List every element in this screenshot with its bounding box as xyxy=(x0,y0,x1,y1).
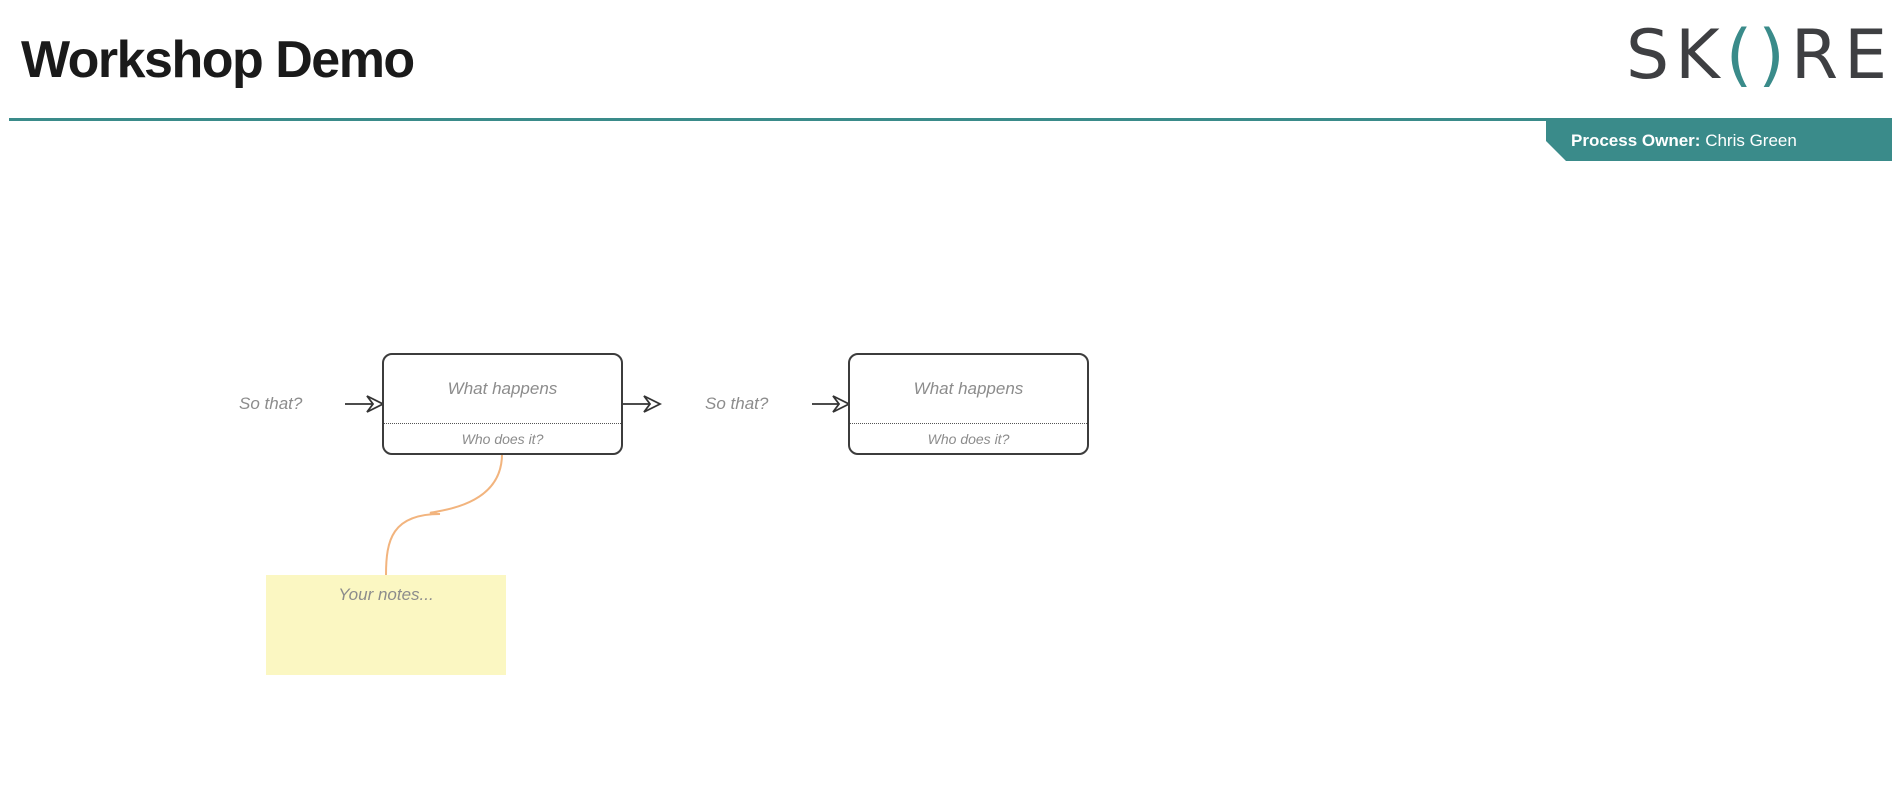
process-owner-name: Chris Green xyxy=(1705,131,1797,150)
logo-bracket-close: ) xyxy=(1758,16,1791,95)
logo-text-start: SK xyxy=(1626,16,1726,95)
header-divider xyxy=(9,118,1892,121)
process-owner-tab[interactable]: Process Owner: Chris Green xyxy=(1546,121,1892,161)
step-who-label[interactable]: Who does it? xyxy=(927,430,1010,447)
process-step-1[interactable]: What happens Who does it? xyxy=(382,353,623,455)
page-title: Workshop Demo xyxy=(21,31,415,89)
note-link-curve[interactable] xyxy=(385,453,503,576)
sticky-note[interactable]: Your notes... xyxy=(266,575,506,675)
note-placeholder[interactable]: Your notes... xyxy=(338,585,434,604)
logo-bracket-open: ( xyxy=(1725,16,1759,95)
step-who-label[interactable]: Who does it? xyxy=(461,430,544,447)
process-owner-label: Process Owner: xyxy=(1571,131,1701,150)
why-prompt-2[interactable]: So that? xyxy=(705,394,769,413)
step-what-label[interactable]: What happens xyxy=(384,355,621,424)
process-step-2[interactable]: What happens Who does it? xyxy=(848,353,1089,455)
step-what-label[interactable]: What happens xyxy=(850,355,1087,424)
logo-text-end: RE xyxy=(1790,16,1892,95)
why-prompt-1[interactable]: So that? xyxy=(239,394,303,413)
skore-logo: SK()RE xyxy=(1626,20,1887,92)
